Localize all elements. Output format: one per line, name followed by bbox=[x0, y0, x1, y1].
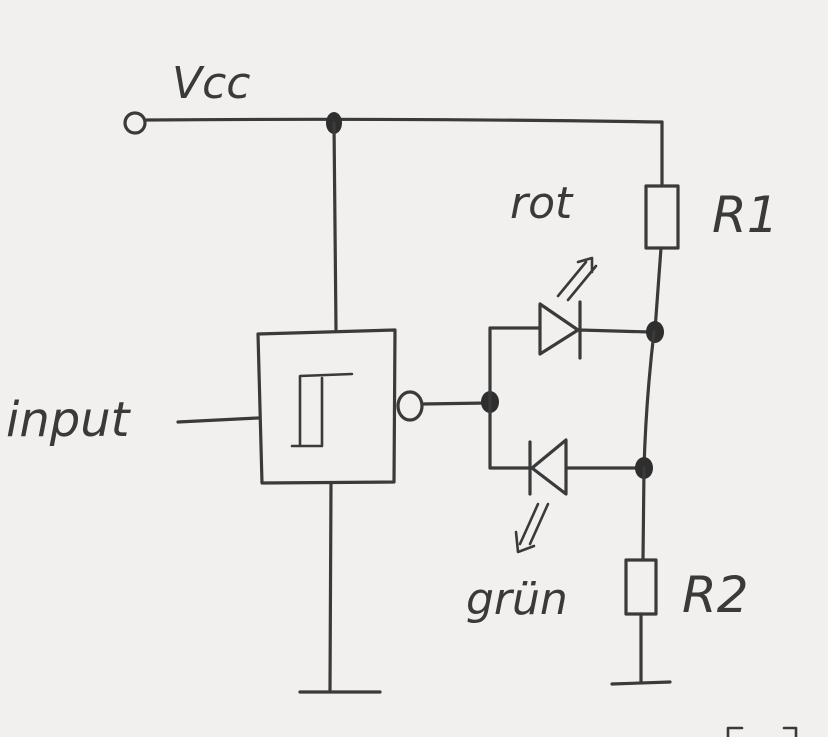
label-red-led: rot bbox=[510, 178, 574, 229]
supply-wire bbox=[332, 121, 338, 332]
r1-to-junction-wire bbox=[653, 246, 663, 332]
red-led bbox=[538, 300, 652, 360]
inverter-bubble bbox=[396, 390, 424, 422]
red-led-light-arrows bbox=[556, 256, 598, 302]
label-green-led: grün bbox=[466, 574, 568, 625]
mid-wire bbox=[642, 330, 656, 470]
label-r2: R2 bbox=[682, 566, 749, 624]
corner-marks bbox=[726, 726, 798, 737]
input-wire bbox=[176, 416, 260, 424]
green-led-light-arrows bbox=[514, 502, 550, 554]
junction-to-r2-wire bbox=[641, 466, 646, 562]
vcc-rail bbox=[145, 117, 664, 124]
hysteresis-symbol bbox=[290, 372, 354, 448]
vcc-terminal bbox=[123, 111, 147, 135]
label-r1: R1 bbox=[712, 186, 779, 244]
ground-symbol-right bbox=[610, 680, 672, 686]
green-led bbox=[528, 438, 644, 496]
trigger-ground-wire bbox=[328, 481, 333, 692]
output-wire bbox=[420, 401, 490, 406]
label-input: input bbox=[6, 392, 132, 448]
schmitt-trigger-box bbox=[256, 328, 397, 485]
led-branch-wire bbox=[488, 326, 542, 470]
label-vcc: Vcc bbox=[172, 58, 250, 109]
